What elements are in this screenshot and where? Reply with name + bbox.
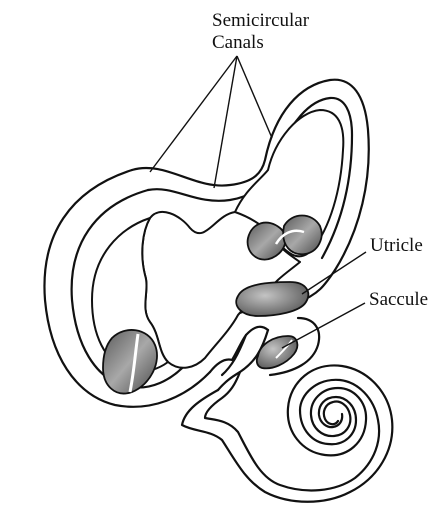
semicircular-canals-label-line1: Semicircular — [212, 10, 310, 31]
utricle-label: Utricle — [370, 235, 423, 256]
cochlear-duct-outer — [182, 365, 392, 501]
saccule-label: Saccule — [369, 289, 428, 310]
saccule-organ — [257, 336, 298, 368]
cochlea — [182, 365, 392, 501]
semicircular-pointer-right — [237, 56, 272, 138]
posterior-ampulla — [103, 330, 157, 394]
semicircular-canals-label-line2: Canals — [212, 32, 264, 53]
semicircular-pointer-left — [150, 56, 237, 172]
utricle-pointer — [302, 252, 366, 294]
semicircular-pointers — [150, 56, 272, 188]
semicircular-pointer-middle — [214, 56, 237, 188]
